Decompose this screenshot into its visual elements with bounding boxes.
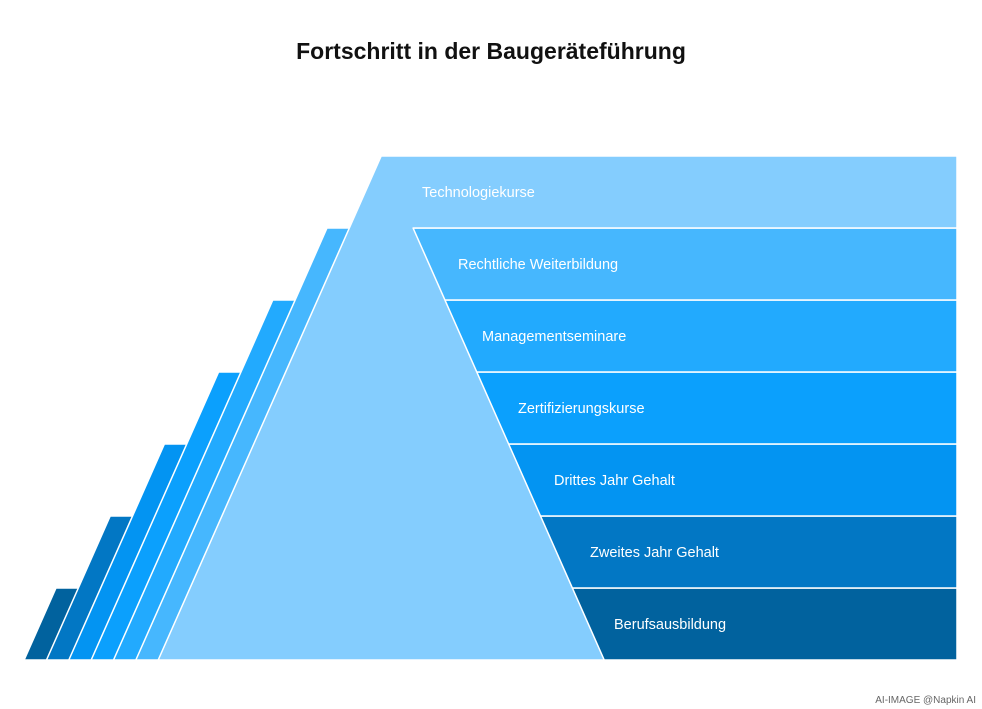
level-shape bbox=[157, 155, 958, 661]
level-label: Zertifizierungskurse bbox=[518, 401, 645, 417]
level-6: Technologiekurse bbox=[157, 155, 958, 661]
level-label: Berufsausbildung bbox=[614, 617, 726, 633]
level-label: Managementseminare bbox=[482, 329, 626, 345]
level-label: Rechtliche Weiterbildung bbox=[458, 257, 618, 273]
level-label: Zweites Jahr Gehalt bbox=[590, 545, 719, 561]
level-label: Drittes Jahr Gehalt bbox=[554, 473, 675, 489]
watermark: AI-IMAGE @Napkin AI bbox=[875, 695, 976, 706]
diagram-title: Fortschritt in der Baugeräteführung bbox=[296, 38, 686, 64]
level-label: Technologiekurse bbox=[422, 185, 535, 201]
